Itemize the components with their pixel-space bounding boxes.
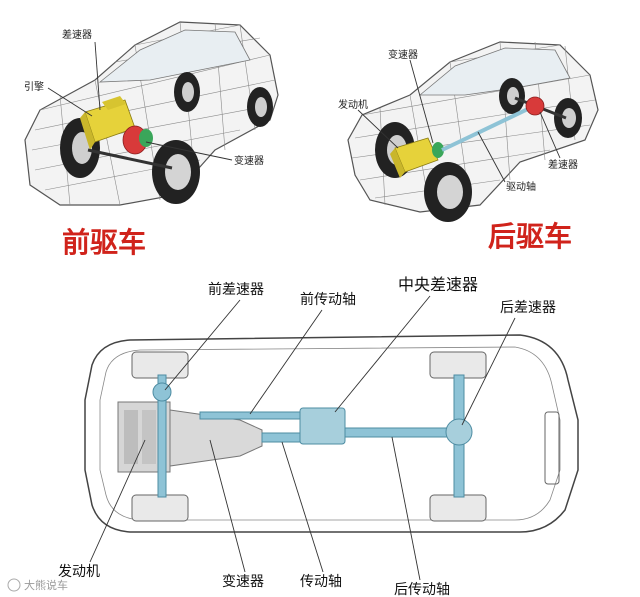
awd-trans-leader — [209, 439, 246, 573]
awd-drive-shaft — [261, 432, 303, 443]
awd-rear-bumper — [544, 411, 560, 485]
rear-car-wheel-front-right — [424, 162, 472, 222]
awd-layout: 前差速器 前传动轴 中央差速器 后差速器 发动机 变速器 传动轴 后传动轴 — [58, 275, 579, 597]
rear-car-wheel-rear-left — [499, 78, 525, 114]
awd-front-shaft-leader — [249, 309, 323, 415]
rear-shaft-leader — [477, 131, 506, 183]
front-car-wheel-front-right — [152, 140, 200, 204]
rear-label-engine: 发动机 — [338, 98, 368, 111]
rear-label-differential: 差速器 — [548, 158, 578, 171]
front-car-wheel-rear-left — [174, 72, 200, 112]
front-label-differential: 差速器 — [62, 28, 92, 41]
awd-rear-shaft-leader — [391, 436, 421, 581]
awd-label-drive-shaft: 传动轴 — [300, 574, 342, 590]
front-drive-car: 差速器 引擎 变速器 — [24, 21, 279, 206]
awd-rear-differential — [445, 418, 473, 446]
awd-drive-shaft-leader — [281, 441, 324, 573]
front-trans-leader — [145, 141, 233, 161]
front-axle — [87, 148, 173, 170]
rear-car-window — [418, 47, 571, 96]
rear-label-transmission: 变速器 — [388, 48, 418, 61]
front-engine-leader — [47, 87, 93, 117]
front-engine-block — [80, 96, 136, 150]
watermark: 大熊说车 — [7, 578, 68, 592]
watermark-icon — [7, 578, 21, 592]
awd-front-drive-shaft — [199, 411, 301, 420]
awd-engine-leader — [89, 439, 146, 563]
front-diff-leader — [94, 41, 101, 111]
front-label-engine: 引擎 — [24, 80, 44, 93]
front-label-transmission: 变速器 — [234, 154, 264, 167]
rear-trans-leader — [409, 59, 434, 144]
front-car-window — [98, 29, 251, 83]
awd-rear-diff-leader — [461, 317, 516, 426]
awd-rear-drive-shaft — [344, 427, 456, 438]
rear-drive-car: 变速器 发动机 差速器 驱动轴 — [338, 41, 599, 222]
awd-wheel-rear-right — [429, 494, 487, 522]
awd-center-diff-leader — [334, 295, 431, 413]
awd-label-front-differential: 前差速器 — [208, 281, 264, 298]
awd-center-differential — [299, 407, 346, 445]
awd-label-engine: 发动机 — [58, 564, 100, 580]
awd-wheel-front-right — [131, 494, 189, 522]
rear-drive-title: 后驱车 — [488, 220, 572, 253]
awd-label-front-drive-shaft: 前传动轴 — [300, 291, 356, 308]
awd-label-transmission: 变速器 — [222, 574, 264, 590]
rear-engine-leader — [357, 109, 399, 149]
rear-differential — [525, 96, 545, 116]
rear-label-drive-shaft: 驱动轴 — [506, 180, 536, 193]
awd-wheel-rear-left — [429, 351, 487, 379]
rear-drive-shaft — [441, 106, 531, 152]
watermark-text: 大熊说车 — [24, 578, 68, 592]
rear-engine-block — [390, 137, 444, 178]
rear-car-wheel-rear-right — [554, 98, 582, 138]
awd-front-diff-leader — [164, 299, 241, 391]
awd-label-center-differential: 中央差速器 — [398, 275, 478, 294]
awd-transmission — [169, 409, 263, 467]
awd-body-inner — [99, 346, 561, 521]
awd-label-rear-differential: 后差速器 — [500, 300, 556, 316]
rear-diff-leader — [539, 111, 561, 159]
awd-front-axle — [157, 374, 167, 498]
awd-label-rear-drive-shaft: 后传动轴 — [394, 582, 450, 597]
front-car-wheel-rear-right — [247, 87, 273, 127]
awd-wheel-front-left — [131, 351, 189, 379]
front-drive-title: 前驱车 — [62, 226, 146, 259]
